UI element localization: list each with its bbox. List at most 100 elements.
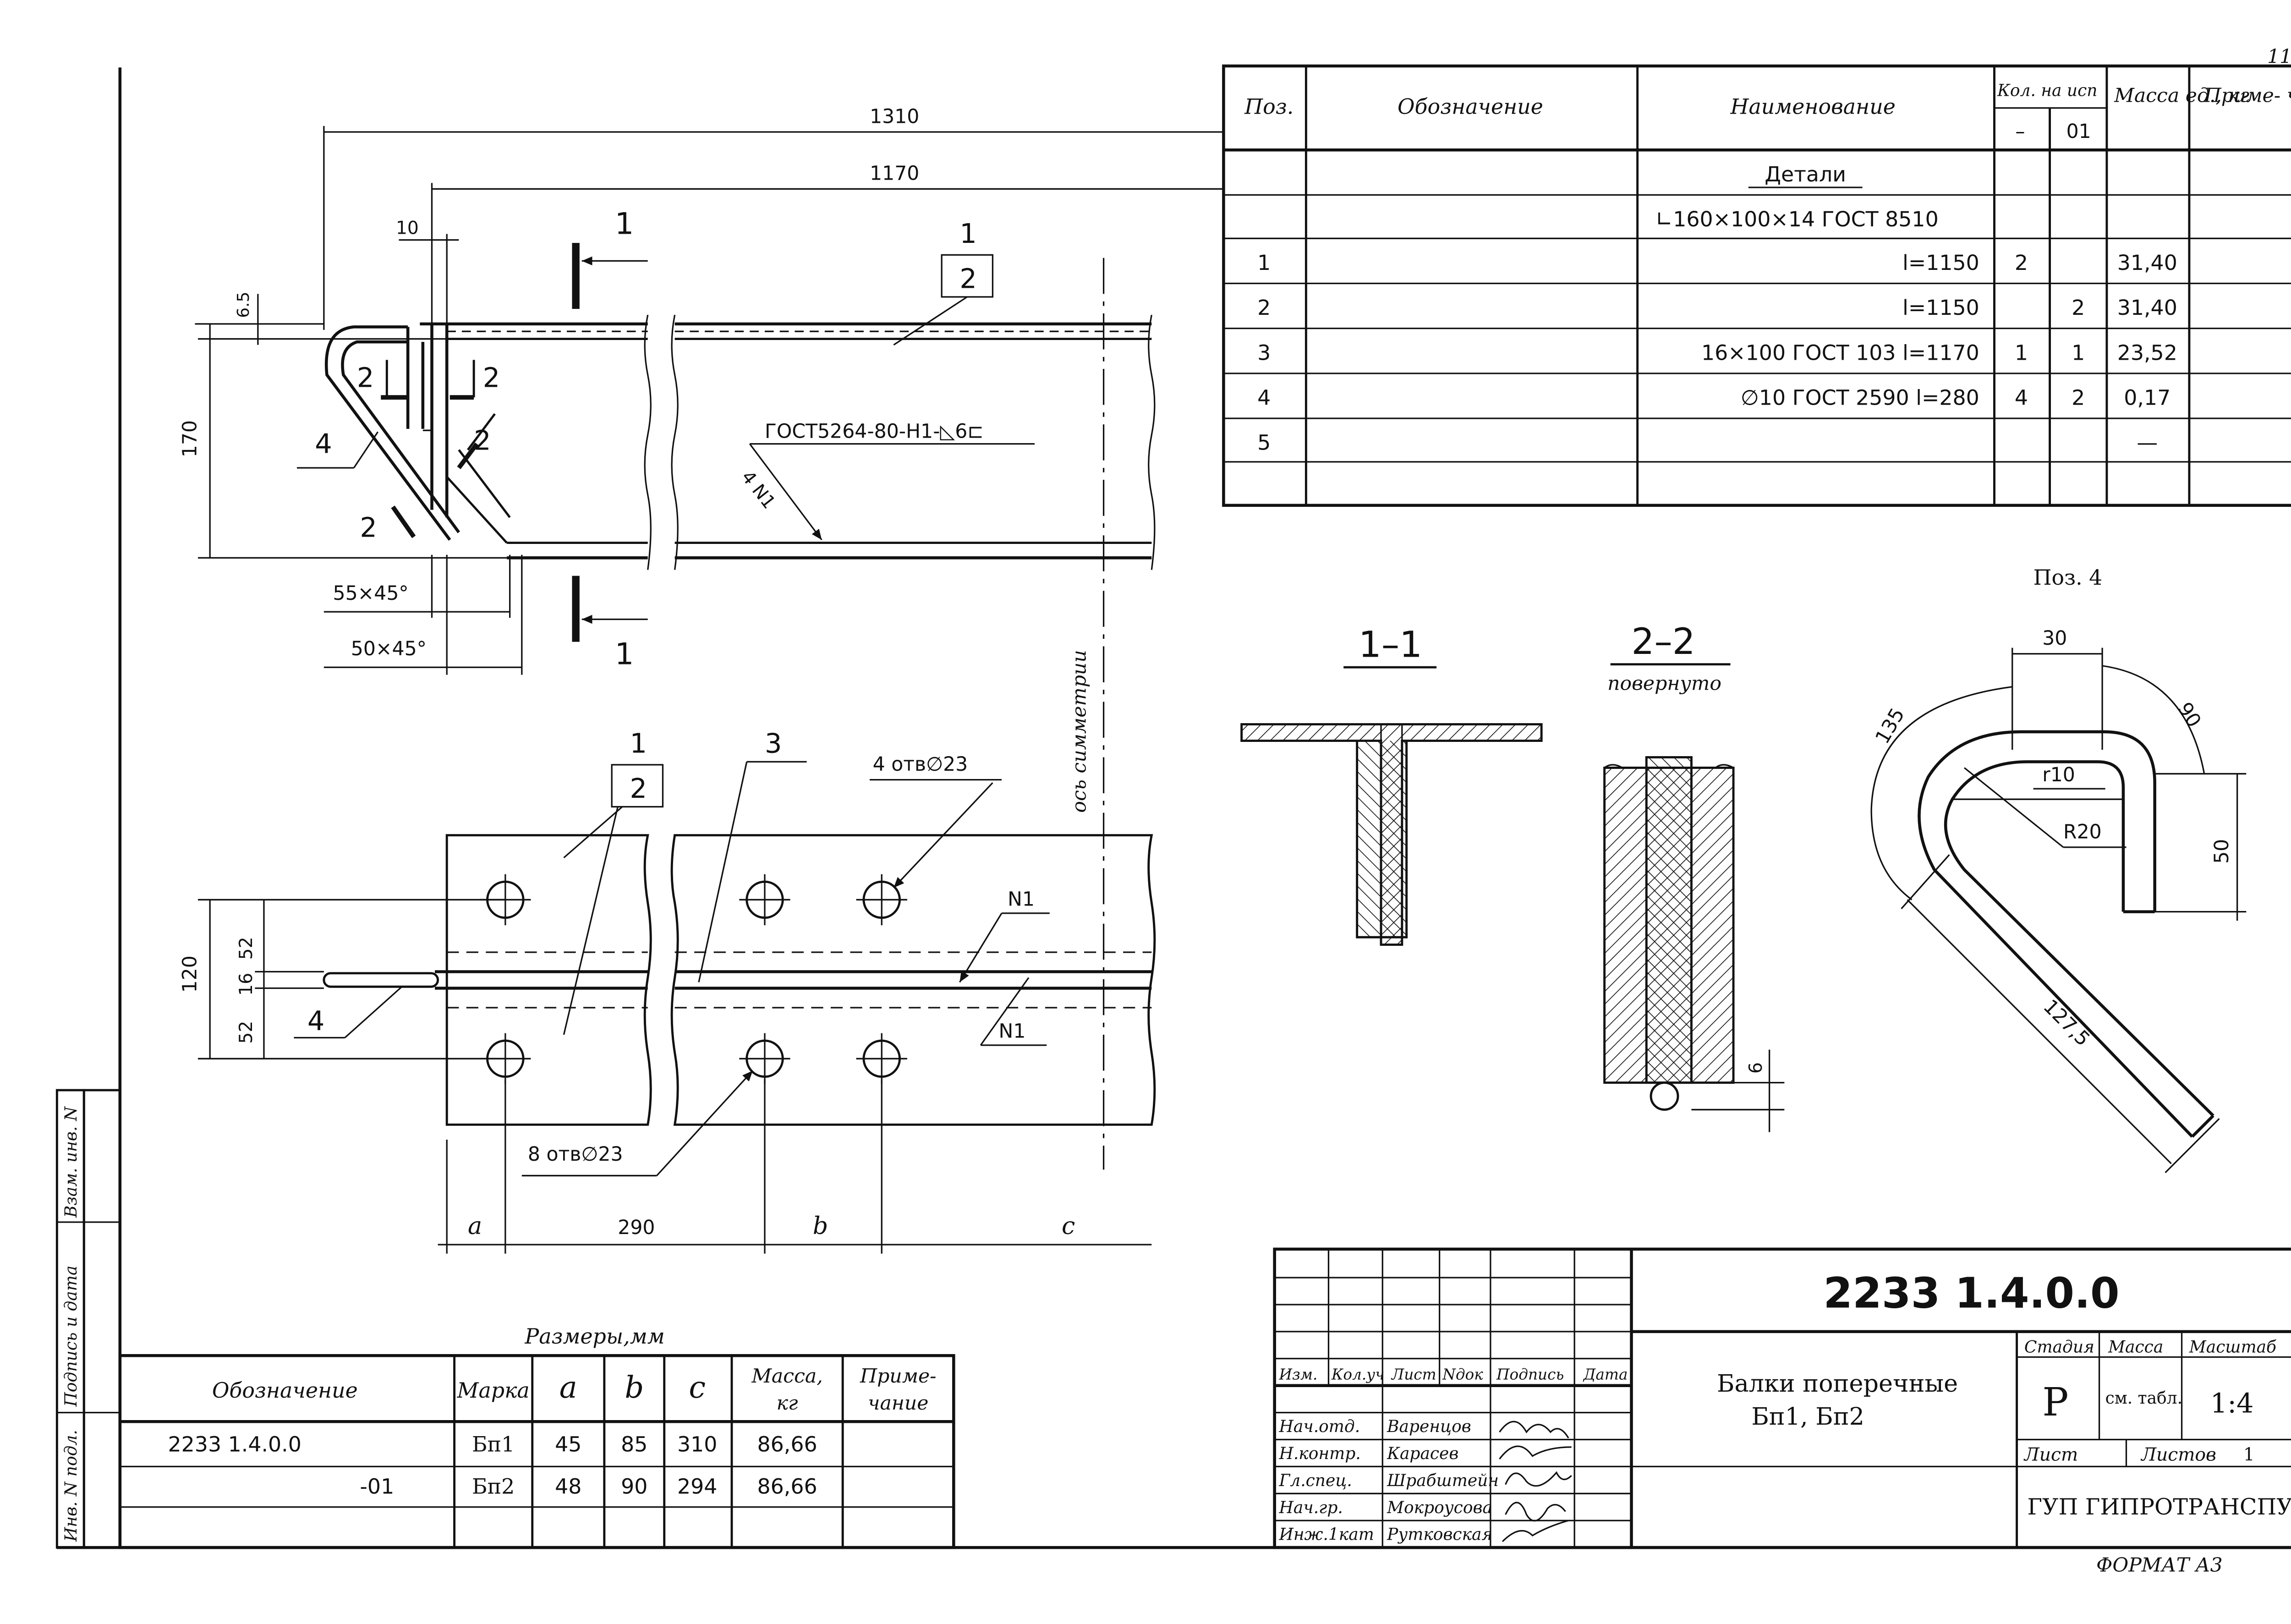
col-ndok: Nдок [1442, 1366, 1483, 1383]
mark-2-b: 2 [483, 362, 500, 393]
spec-row-name: 16×100 ГОСТ 103 l=1170 [1701, 340, 1979, 365]
signatures [1499, 1421, 1572, 1542]
size-cell: 294 [677, 1474, 717, 1498]
mark-2-a: 2 [357, 362, 374, 393]
col-list: Лист [1391, 1366, 1436, 1383]
doc-title-1: Балки поперечные [1717, 1370, 1958, 1398]
spec-table: Поз. Обозначение Наименование Кол. на ис… [1222, 64, 2291, 507]
scale-label: Масштаб [2189, 1338, 2277, 1357]
stamp-sign-date: Подпись и дата [62, 1266, 81, 1407]
spec-row-name: l=1150 [1902, 295, 1979, 320]
mark-2-d: 2 [360, 512, 377, 543]
spec-row-name: ∅10 ГОСТ 2590 l=280 [1741, 385, 1979, 410]
holes-bottom-note: 8 отв∅23 [528, 1143, 623, 1166]
spec-header-qty: Кол. на исп [1997, 81, 2097, 100]
staff-role: Инж.1кат [1278, 1525, 1374, 1544]
pos4-dim-90: 90 [2173, 698, 2205, 731]
dim-52-top: 52 [236, 937, 257, 960]
spec-row-qty-a: 4 [2015, 385, 2028, 410]
beam-plan-view: 1 2 3 4 4 отв∅23 8 отв∅23 N1 N1 120 52 1… [179, 728, 1156, 1254]
dim-1170: 1170 [870, 163, 919, 185]
pos-4-detail: Поз. 4 30 90 135 R20 r10 50 127,5 [1870, 565, 2247, 1174]
section-1-1: 1–1 [1240, 623, 1543, 946]
size-header: Масса, [751, 1365, 822, 1388]
pos4-dim-r10: r10 [2042, 764, 2075, 786]
bolt-holes [480, 874, 907, 1084]
size-header: Обозначение [212, 1378, 358, 1403]
staff-name: Варенцов [1387, 1417, 1471, 1436]
dim-120: 120 [179, 955, 202, 993]
spec-row-qty-b: 2 [2072, 295, 2085, 320]
spec-row-name: l=1150 [1902, 250, 1979, 275]
doc-title-2: Бп1, Бп2 [1751, 1403, 1864, 1431]
size-cell: 86,66 [757, 1474, 817, 1498]
spec-row-mass: 23,52 [2117, 340, 2177, 365]
section-mark-top: 1 [615, 206, 634, 241]
spec-row-pos: 4 [1257, 385, 1271, 410]
elev-pos-1: 1 [959, 218, 976, 249]
pos4-dim-135: 135 [1871, 704, 1909, 748]
dim-170: 170 [179, 420, 202, 457]
scale-value: 1:4 [2210, 1388, 2254, 1419]
sheets-value: 1 [2243, 1444, 2255, 1465]
spec-row-mass: — [2137, 430, 2158, 455]
size-cell: 45 [555, 1432, 581, 1457]
staff-name: Карасев [1387, 1444, 1458, 1463]
spec-row-pos: 3 [1257, 340, 1271, 365]
staff-name: Мокроусова [1387, 1498, 1492, 1517]
spec-row-name: ∟160×100×14 ГОСТ 8510 [1655, 207, 1939, 231]
size-cell: 90 [621, 1474, 647, 1498]
pos4-dim-50: 50 [2211, 839, 2233, 864]
staff-role: Гл.спец. [1278, 1471, 1352, 1490]
spec-header-name: Наименование [1730, 94, 1896, 119]
dim-10: 10 [396, 218, 419, 238]
size-header: b [625, 1370, 644, 1405]
sheet-frame: 11ª ФОРМАТ А3 [57, 45, 2291, 1576]
pos-4-title: Поз. 4 [2033, 565, 2103, 590]
spec-row-qty-a: 1 [2015, 340, 2028, 365]
staff-name: Шрабштейн [1387, 1471, 1499, 1490]
spec-row-mass: 31,40 [2117, 250, 2177, 275]
spec-header-qty-b: 01 [2066, 121, 2091, 143]
staff-role: Н.контр. [1278, 1444, 1360, 1463]
size-header: кг [777, 1392, 798, 1415]
spec-row-pos: 5 [1257, 430, 1271, 455]
dim-c: c [1062, 1212, 1075, 1240]
mass-label: Масса [2108, 1338, 2163, 1357]
spec-row-pos: 2 [1257, 295, 1271, 320]
size-header: чание [868, 1392, 928, 1415]
col-izm: Изм. [1278, 1366, 1317, 1383]
dim-a: a [468, 1212, 482, 1240]
stage-label: Стадия [2024, 1338, 2094, 1357]
size-cell: Бп1 [472, 1432, 515, 1457]
size-table-caption: Размеры,мм [524, 1324, 664, 1349]
pos4-dim-127-5: 127,5 [2039, 995, 2094, 1051]
beam-elevation-view: 1310 1170 10 6.5 170 55×45° 50×45° 1 1 1… [179, 105, 1224, 1170]
dim-52-bottom: 52 [236, 1021, 257, 1044]
weld-note: ГОСТ5264-80-Н1-◺6⊏ [765, 421, 984, 443]
size-cell: 310 [677, 1432, 717, 1457]
size-header: Марка [457, 1378, 530, 1403]
size-cell: 48 [555, 1474, 581, 1498]
n1-bottom: N1 [999, 1020, 1026, 1042]
dim-16: 16 [236, 973, 257, 996]
col-signature: Подпись [1496, 1366, 1564, 1383]
plan-pos-3: 3 [765, 728, 782, 759]
dim-55x45: 55×45° [333, 582, 409, 605]
dim-50x45: 50×45° [351, 638, 427, 660]
section-2-2-dim: 6 [1746, 1062, 1766, 1074]
size-cell: 86,66 [757, 1432, 817, 1457]
symmetry-axis-label: ось симметрии [1068, 650, 1091, 812]
section-2-2: 2–2 повернуто 6 [1603, 620, 1785, 1132]
section-2-2-title: 2–2 [1632, 620, 1695, 663]
section-1-1-title: 1–1 [1359, 623, 1422, 665]
spec-row-qty-b: 1 [2072, 340, 2085, 365]
elev-pos-4: 4 [315, 428, 332, 459]
section-2-2-note: повернуто [1607, 672, 1721, 695]
spec-row-mass: 0,17 [2124, 385, 2170, 410]
dim-b: b [813, 1212, 828, 1240]
stamp-replace-inv: Взам. инв. N [62, 1106, 81, 1218]
pos4-dim-R20: R20 [2063, 821, 2102, 843]
